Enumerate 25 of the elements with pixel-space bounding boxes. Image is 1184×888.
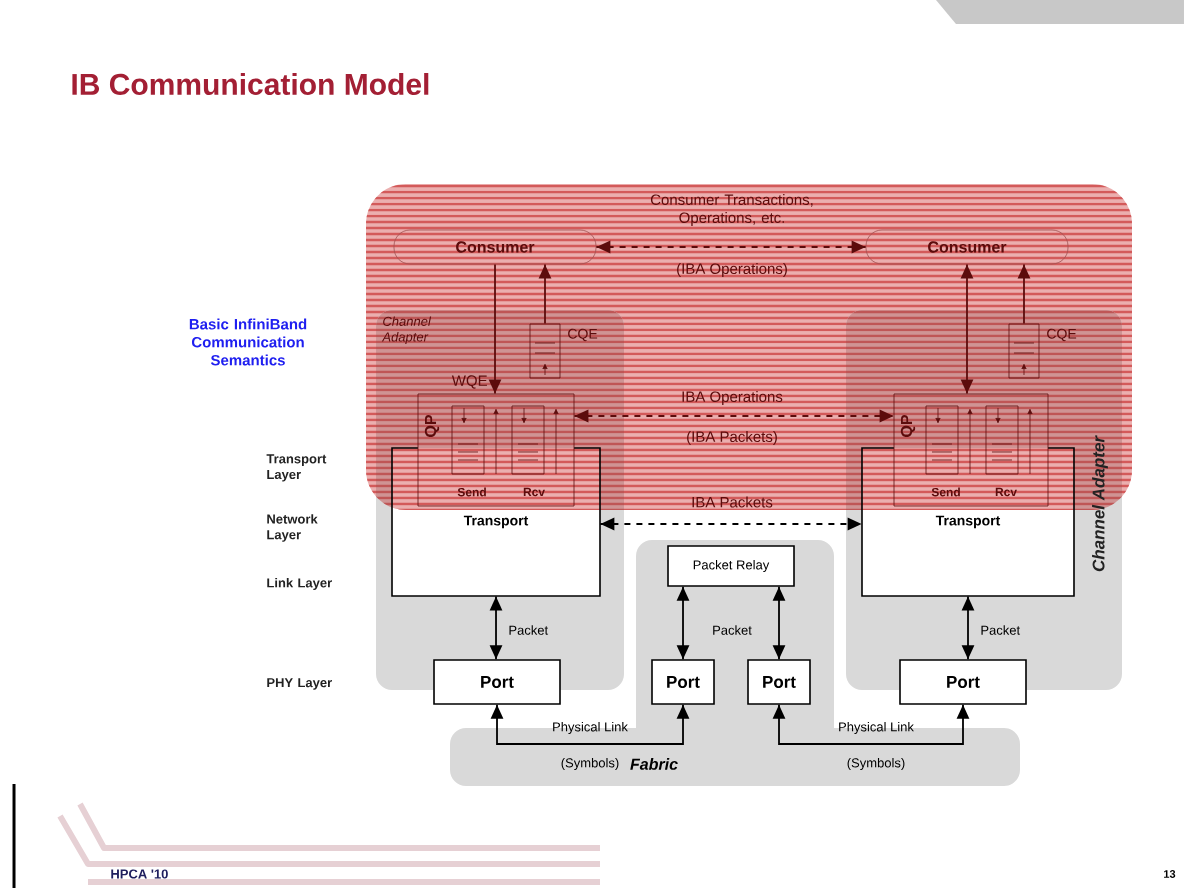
arrow	[489, 595, 503, 661]
title: IB Communication Model	[72, 73, 429, 95]
region-label: Fabric	[630, 758, 678, 770]
arrow	[595, 240, 867, 254]
arrow	[1017, 263, 1031, 325]
queue-drawing	[511, 405, 559, 475]
arrow	[488, 263, 502, 395]
arrow	[676, 585, 690, 661]
arrow	[599, 517, 863, 531]
port-box: Port	[651, 659, 715, 705]
arrow	[772, 585, 786, 661]
consumer-box: Consumer	[393, 229, 597, 265]
queue-drawing	[451, 405, 499, 475]
queue-drawing	[925, 405, 973, 475]
arrow	[961, 595, 975, 661]
arrow	[490, 703, 690, 745]
port-box: Port	[433, 659, 561, 705]
arrow	[772, 703, 970, 745]
consumer-box: Consumer	[865, 229, 1069, 265]
arrow	[573, 409, 895, 423]
port-box: Port	[747, 659, 811, 705]
arrow	[538, 263, 552, 325]
port-box: Port	[899, 659, 1027, 705]
arrow	[960, 263, 974, 395]
queue-drawing	[985, 405, 1033, 475]
